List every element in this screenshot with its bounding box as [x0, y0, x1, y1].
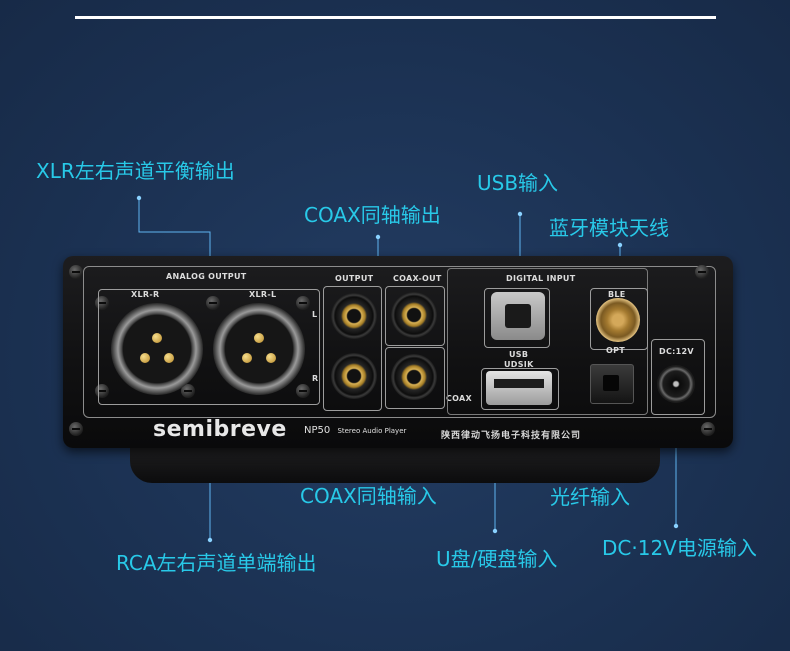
callout-bluetooth-antenna: 蓝牙模块天线	[549, 216, 669, 240]
label-usb: USB	[509, 350, 529, 359]
usb-a-group	[481, 368, 559, 410]
coax-input-jack[interactable]	[391, 354, 437, 400]
screw-icon	[206, 296, 220, 310]
screw-icon	[69, 265, 83, 279]
brand-logo: semibreve	[153, 417, 287, 442]
callout-optical-input: 光纤输入	[550, 485, 630, 509]
label-side-l: L	[312, 310, 318, 319]
xlr-left-connector[interactable]	[213, 303, 305, 395]
model-name: NP50	[304, 425, 331, 436]
screw-icon	[296, 384, 310, 398]
faceplate-border	[83, 266, 716, 418]
screw-icon	[181, 384, 195, 398]
screw-icon	[296, 296, 310, 310]
label-output: OUTPUT	[335, 274, 374, 283]
label-coax-out: COAX-OUT	[393, 274, 442, 283]
callout-coax-output: COAX同轴输出	[304, 203, 441, 227]
coax-input-group	[385, 347, 445, 409]
rca-output-group	[323, 286, 382, 411]
usb-input-group	[484, 288, 550, 348]
rca-right-output-jack[interactable]	[331, 353, 377, 399]
top-divider	[75, 16, 716, 19]
label-udisk: UDSIK	[504, 360, 534, 369]
dc-power-group	[651, 339, 705, 415]
label-digital-input: DIGITAL INPUT	[506, 274, 576, 283]
label-xlr-r: XLR-R	[131, 290, 160, 299]
label-ble: BLE	[608, 290, 626, 299]
dc-power-jack[interactable]	[657, 365, 695, 403]
callout-coax-input: COAX同轴输入	[300, 484, 437, 508]
callout-rca-output: RCA左右声道单端输出	[116, 551, 317, 575]
xlr-right-connector[interactable]	[111, 303, 203, 395]
callout-dc-power-input: DC·12V电源输入	[602, 536, 757, 560]
coax-output-jack[interactable]	[391, 292, 437, 338]
callout-usb-input: USB输入	[477, 171, 559, 195]
bluetooth-antenna-connector[interactable]	[596, 298, 640, 342]
callout-xlr-balanced-output: XLR左右声道平衡输出	[36, 159, 235, 183]
screw-icon	[69, 422, 83, 436]
optical-input-port[interactable]	[590, 364, 634, 404]
rca-left-output-jack[interactable]	[331, 293, 377, 339]
bluetooth-antenna-group	[590, 288, 648, 350]
label-analog-output: ANALOG OUTPUT	[166, 272, 247, 281]
company-name: 陕西律动飞扬电子科技有限公司	[441, 431, 582, 441]
label-coax: COAX	[446, 394, 473, 403]
usb-b-port[interactable]	[491, 292, 545, 340]
screw-icon	[695, 265, 709, 279]
model-label: NP50 Stereo Audio Player	[304, 425, 406, 436]
screw-icon	[701, 422, 715, 436]
xlr-output-group	[98, 289, 320, 405]
label-dc-12v: DC:12V	[659, 347, 694, 356]
model-description: Stereo Audio Player	[337, 427, 407, 435]
callout-udisk-input: U盘/硬盘输入	[436, 547, 558, 571]
usb-a-port[interactable]	[486, 371, 552, 405]
label-xlr-l: XLR-L	[249, 290, 277, 299]
label-side-r: R	[312, 374, 319, 383]
coax-output-group	[385, 286, 445, 346]
label-opt: OPT	[606, 346, 626, 355]
